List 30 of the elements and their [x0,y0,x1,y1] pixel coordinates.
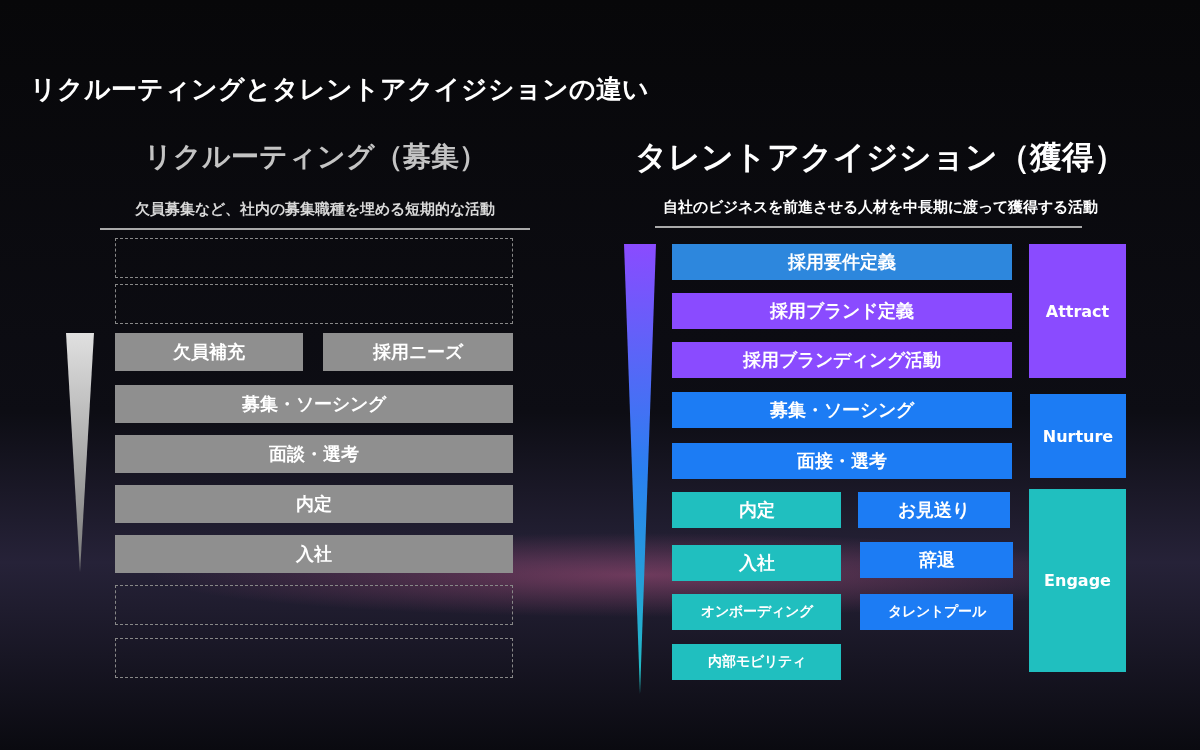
step-box: 採用要件定義 [672,244,1012,280]
column-heading: タレントアクイジション（獲得） [633,137,1127,178]
empty-slot [115,585,513,625]
slide-title: リクルーティングとタレントアクイジションの違い [30,73,649,106]
step-box: 募集・ソーシング [672,392,1012,428]
step-box: お見送り [858,492,1010,528]
step-box: タレントプール [860,594,1013,630]
step-box: 採用ブランディング活動 [672,342,1012,378]
step-box: オンボーディング [672,594,841,630]
step-box: 欠員補充 [115,333,303,371]
step-box: 内部モビリティ [672,644,841,680]
empty-slot [115,284,513,324]
step-box: 採用ニーズ [323,333,513,371]
phase-box: Engage [1029,489,1126,672]
empty-slot [115,638,513,678]
column-description: 欠員募集など、社内の募集職種を埋める短期的な活動 [134,200,496,219]
step-box: 面接・選考 [672,443,1012,479]
empty-slot [115,238,513,278]
phase-box: Attract [1029,244,1126,378]
step-box: 入社 [672,545,841,581]
step-box: 内定 [115,485,513,523]
step-box: 辞退 [860,542,1013,578]
step-box: 面談・選考 [115,435,513,473]
column-description: 自社のビジネスを前進させる人材を中長期に渡って獲得する活動 [661,198,1099,217]
step-box: 採用ブランド定義 [672,293,1012,329]
step-box: 入社 [115,535,513,573]
step-box: 内定 [672,492,841,528]
column-heading: リクルーティング（募集） [142,139,488,175]
step-box: 募集・ソーシング [115,385,513,423]
phase-box: Nurture [1030,394,1126,478]
